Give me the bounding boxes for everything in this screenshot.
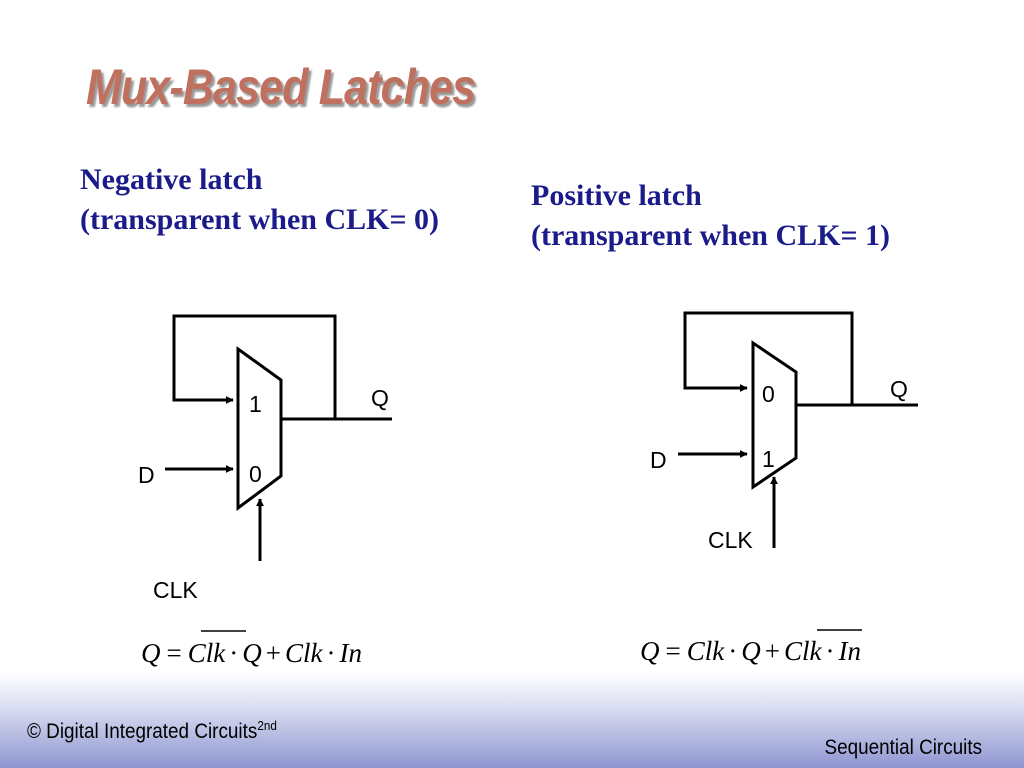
positive-latch-clk-label: CLK xyxy=(708,527,753,553)
positive-latch-mux xyxy=(751,340,798,490)
footer-copyright: © Digital Integrated Circuits2nd xyxy=(27,718,277,744)
negative-latch-clk-label: CLK xyxy=(153,577,198,603)
negative-latch-heading: Negative latch (transparent when CLK= 0) xyxy=(80,160,439,240)
positive-latch-equation: Q=Clk·Q+Clk·In xyxy=(640,636,861,666)
footer-edition-superscript: 2nd xyxy=(257,718,277,733)
negative-latch-input-1-label: 1 xyxy=(249,391,262,417)
negative-latch-feedback-wire xyxy=(172,314,337,419)
positive-latch-feedback-wire xyxy=(683,311,854,405)
negative-latch-circuit xyxy=(165,314,392,561)
negative-latch-mux xyxy=(236,346,283,511)
negative-latch-heading-line2: (transparent when CLK= 0) xyxy=(80,203,440,236)
negative-latch-input-0-label: 0 xyxy=(249,461,262,487)
positive-latch-heading-line1: Positive latch xyxy=(531,179,702,212)
slide-title: Mux-Based Latches xyxy=(86,59,476,115)
footer-band xyxy=(0,672,1024,768)
negative-latch-d-label: D xyxy=(138,462,155,488)
negative-latch-equation: Q=Clk·Q+Clk·In xyxy=(141,638,362,668)
footer-copyright-text: © Digital Integrated Circuits xyxy=(27,720,258,743)
positive-latch-input-0-label: 0 xyxy=(762,381,775,407)
positive-latch-heading-line2: (transparent when CLK= 1) xyxy=(531,219,891,252)
positive-latch-heading: Positive latch (transparent when CLK= 1) xyxy=(531,176,890,256)
positive-latch-input-1-label: 1 xyxy=(762,446,775,472)
positive-latch-q-label: Q xyxy=(890,376,908,402)
footer-chapter-title: Sequential Circuits xyxy=(824,736,982,759)
positive-latch-circuit xyxy=(678,311,918,548)
negative-latch-q-label: Q xyxy=(371,385,389,411)
positive-latch-d-label: D xyxy=(650,447,667,473)
negative-latch-heading-line1: Negative latch xyxy=(80,163,263,196)
